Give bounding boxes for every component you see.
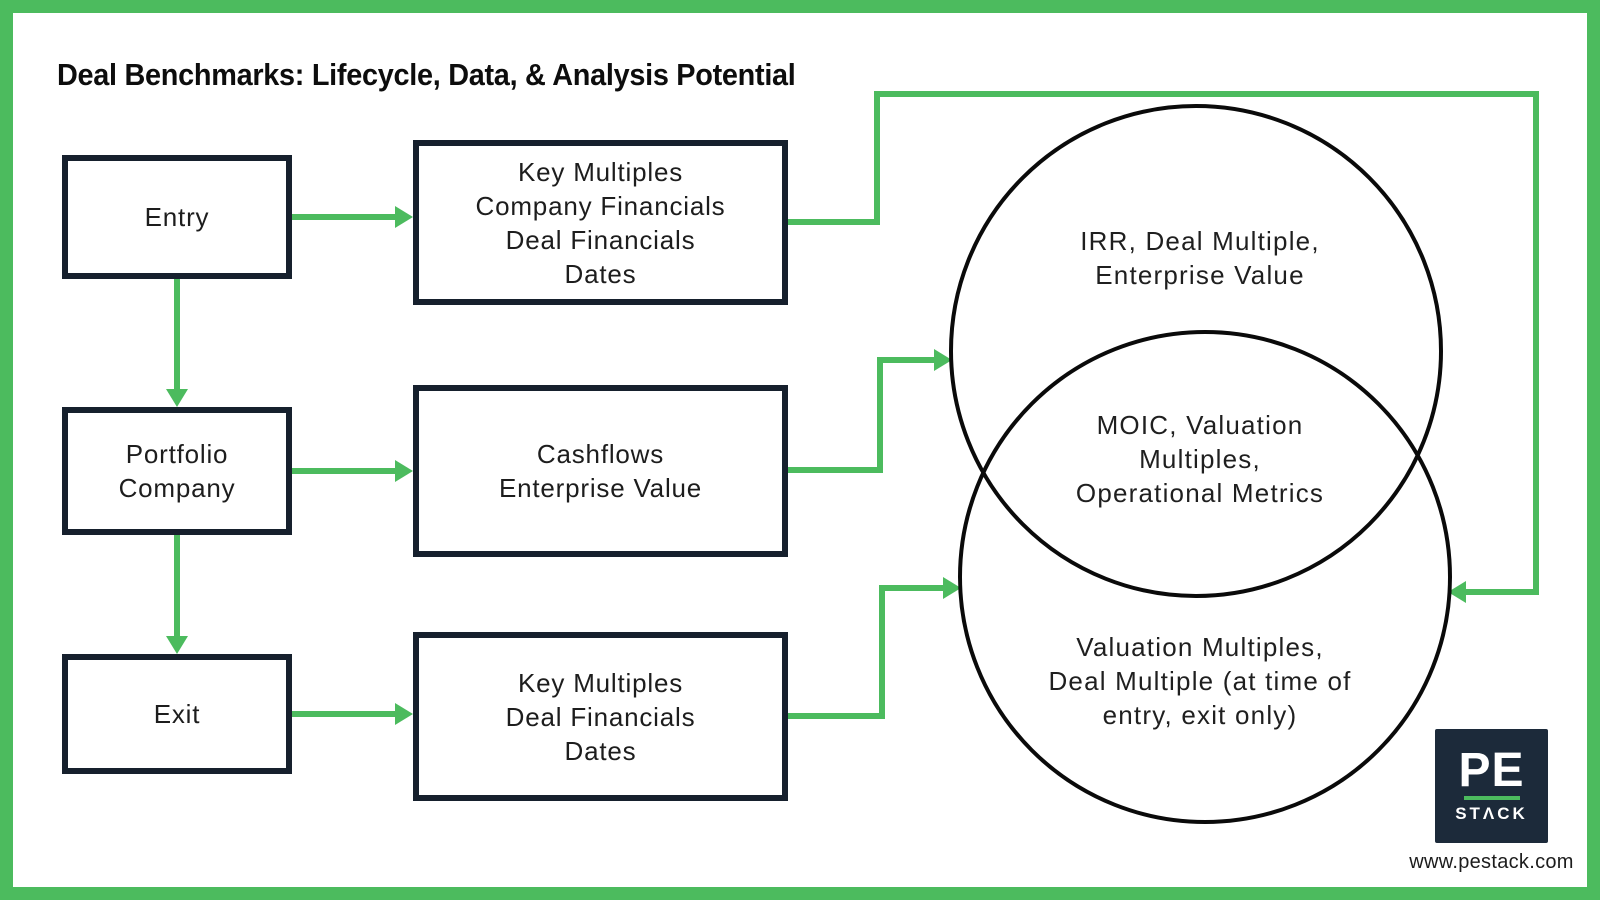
venn-label-overlap: MOIC, Valuation Multiples, Operational M… <box>950 408 1450 510</box>
portfolio-label-line: Company <box>118 473 236 503</box>
venn-label-line: IRR, Deal Multiple, <box>1080 226 1320 256</box>
website-url: www.pestack.com <box>1409 851 1574 873</box>
connector-entrydata-seg4 <box>1533 91 1539 595</box>
connector-entrydata-seg3 <box>880 91 1539 97</box>
connector-exit-to-data <box>292 711 395 717</box>
connector-portfolio-to-exit <box>174 535 180 636</box>
data-box-line: Company Financials <box>475 190 726 221</box>
exit-label: Exit <box>153 699 201 729</box>
connector-portfolio-to-data <box>292 468 395 474</box>
connector-entry-to-data <box>292 214 395 220</box>
logo-pe-text: PE <box>1458 743 1525 797</box>
venn-label-top: IRR, Deal Multiple, Enterprise Value <box>950 224 1450 292</box>
entry-label: Entry <box>144 202 210 232</box>
lifecycle-box-exit: Exit <box>62 654 292 774</box>
connector-cashflows-seg1 <box>788 467 883 473</box>
data-box-line: Dates <box>564 258 637 289</box>
lifecycle-box-portfolio-company: Portfolio Company <box>62 407 292 535</box>
arrowhead-right-icon <box>395 460 413 482</box>
data-box-line: Deal Financials <box>505 224 696 255</box>
arrowhead-right-icon <box>934 349 952 371</box>
lifecycle-box-entry: Entry <box>62 155 292 279</box>
venn-label-line: Operational Metrics <box>1075 478 1325 508</box>
logo-stack-text: STΛCK <box>1455 803 1528 823</box>
connector-entry-to-portfolio <box>174 279 180 389</box>
venn-label-line: Valuation Multiples, <box>1076 632 1324 662</box>
data-box-line: Cashflows <box>536 439 665 469</box>
connector-entrydata-seg1 <box>788 219 880 225</box>
venn-label-bottom: Valuation Multiples, Deal Multiple (at t… <box>950 630 1450 732</box>
logo-green-rule <box>1463 795 1520 800</box>
data-box-line: Key Multiples <box>517 667 684 698</box>
page-title: Deal Benchmarks: Lifecycle, Data, & Anal… <box>57 57 796 92</box>
arrowhead-left-icon <box>1448 581 1466 603</box>
venn-label-line: entry, exit only) <box>1102 700 1298 730</box>
connector-cashflows-seg3 <box>883 357 934 363</box>
venn-circle-bottom <box>958 330 1452 824</box>
data-box-line: Key Multiples <box>517 156 684 187</box>
data-box-line: Dates <box>564 735 637 766</box>
venn-label-line: Multiples, <box>1139 444 1261 474</box>
connector-entrydata-seg2 <box>874 91 880 225</box>
connector-exitdata-seg1 <box>788 713 885 719</box>
connector-entrydata-seg5 <box>1466 589 1539 595</box>
pestack-logo: PE STΛCK <box>1435 729 1548 843</box>
venn-label-line: Enterprise Value <box>1095 260 1305 290</box>
arrowhead-right-icon <box>395 206 413 228</box>
arrowhead-down-icon <box>166 389 188 407</box>
data-box-line: Enterprise Value <box>498 473 703 503</box>
data-box-portfolio: Cashflows Enterprise Value <box>413 385 788 557</box>
connector-exitdata-seg2 <box>879 585 885 719</box>
connector-exitdata-seg3 <box>885 585 943 591</box>
arrowhead-right-icon <box>395 703 413 725</box>
connector-cashflows-seg2 <box>877 357 883 473</box>
venn-label-line: Deal Multiple (at time of <box>1048 666 1352 696</box>
data-box-entry: Key Multiples Company Financials Deal Fi… <box>413 140 788 305</box>
arrowhead-right-icon <box>943 577 961 599</box>
portfolio-label-line: Portfolio <box>125 439 229 469</box>
data-box-line: Deal Financials <box>505 701 696 732</box>
arrowhead-down-icon <box>166 636 188 654</box>
data-box-exit: Key Multiples Deal Financials Dates <box>413 632 788 801</box>
venn-label-line: MOIC, Valuation <box>1096 410 1304 440</box>
